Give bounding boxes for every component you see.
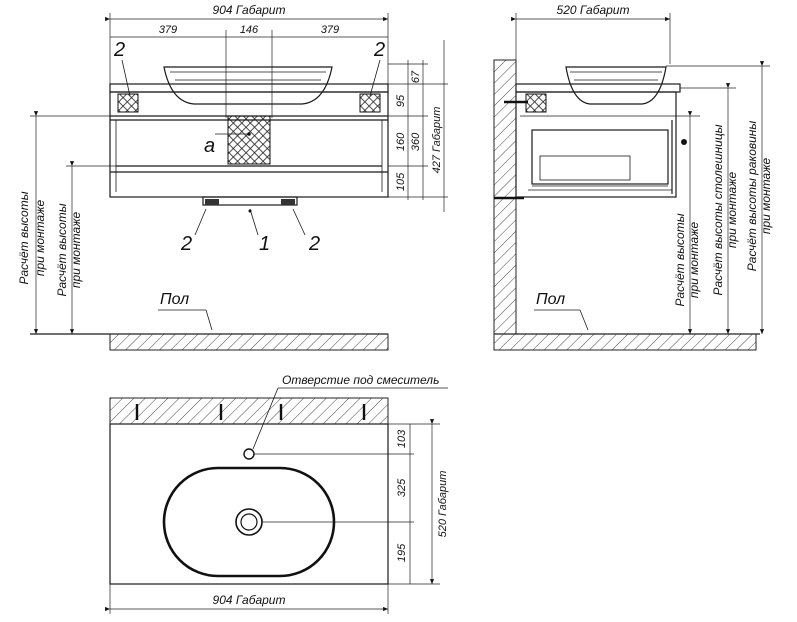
- callout-top-right: 2: [373, 39, 385, 61]
- side-calc-mount-line2: при монтаже: [687, 222, 701, 299]
- dim-95: 95: [395, 94, 407, 107]
- bottom-support: [202, 196, 298, 206]
- detail-a-area: [227, 115, 271, 165]
- callout-bottom-mid: 1: [259, 233, 270, 255]
- dim-67: 67: [410, 70, 422, 83]
- drain-inner: [240, 513, 258, 531]
- front-seg-left: 379: [159, 24, 177, 36]
- top-countertop: [109, 423, 389, 585]
- front-seg-right: 379: [321, 24, 339, 36]
- top-view: Отверстие под смеситель 103 325 195 520 …: [105, 373, 449, 614]
- side-sink-bowl: [565, 66, 667, 105]
- dim-360: 360: [410, 132, 422, 151]
- side-calc-sink-line1: Расчёт высоты раковины: [745, 121, 759, 272]
- dim-325: 325: [396, 478, 408, 497]
- dim-103: 103: [396, 429, 408, 448]
- side-drawer: [531, 129, 669, 185]
- front-view: 904 Габарит 379 146 379 a 2 2: [17, 3, 448, 351]
- side-floor-label: Пол: [536, 291, 565, 308]
- front-seg-mid: 146: [240, 24, 259, 36]
- front-width-label: 904 Габарит: [213, 3, 286, 17]
- mount-calc-1-line2: при монтаже: [33, 200, 47, 277]
- mount-calc-2-line2: при монтаже: [69, 212, 83, 289]
- countertop: [109, 83, 389, 93]
- front-floor-label: Пол: [160, 291, 189, 308]
- side-calc-mount-line1: Расчёт высоты: [673, 213, 687, 306]
- front-height-label: 427 Габарит: [431, 107, 443, 174]
- side-calc-top-line2: при монтаже: [725, 172, 739, 249]
- callout-bottom-right: 2: [308, 233, 320, 255]
- top-width-label: 904 Габарит: [213, 593, 286, 607]
- side-countertop: [515, 83, 681, 93]
- side-calc-top-line1: Расчёт высоты столешницы: [711, 124, 725, 295]
- sink-bowl: [163, 66, 333, 105]
- top-wall-hatch: [109, 397, 389, 425]
- mount-calc-2-line1: Расчёт высоты: [55, 203, 69, 296]
- bracket-right: [359, 93, 381, 113]
- dim-105: 105: [395, 172, 407, 191]
- side-floor-hatch: [493, 333, 757, 351]
- callout-top-left: 2: [113, 39, 125, 61]
- side-cabinet: [515, 91, 677, 198]
- dim-195: 195: [396, 543, 408, 562]
- side-view: 520 Габарит Расчёт высоты при монтаже Ра…: [493, 3, 773, 351]
- side-depth-label: 520 Габарит: [557, 3, 630, 17]
- mount-calc-1-line1: Расчёт высоты: [17, 191, 31, 284]
- drain-outer: [235, 508, 263, 536]
- top-depth-label: 520 Габарит: [437, 471, 449, 538]
- faucet-hole: [243, 448, 255, 460]
- callout-bottom-left: 2: [180, 233, 192, 255]
- floor-hatch: [109, 333, 389, 351]
- bracket-left: [117, 93, 139, 113]
- faucet-hole-label: Отверстие под смеситель: [282, 373, 439, 387]
- detail-a-letter: a: [204, 135, 215, 157]
- side-calc-sink-line2: при монтаже: [759, 158, 773, 235]
- dim-160: 160: [395, 132, 407, 151]
